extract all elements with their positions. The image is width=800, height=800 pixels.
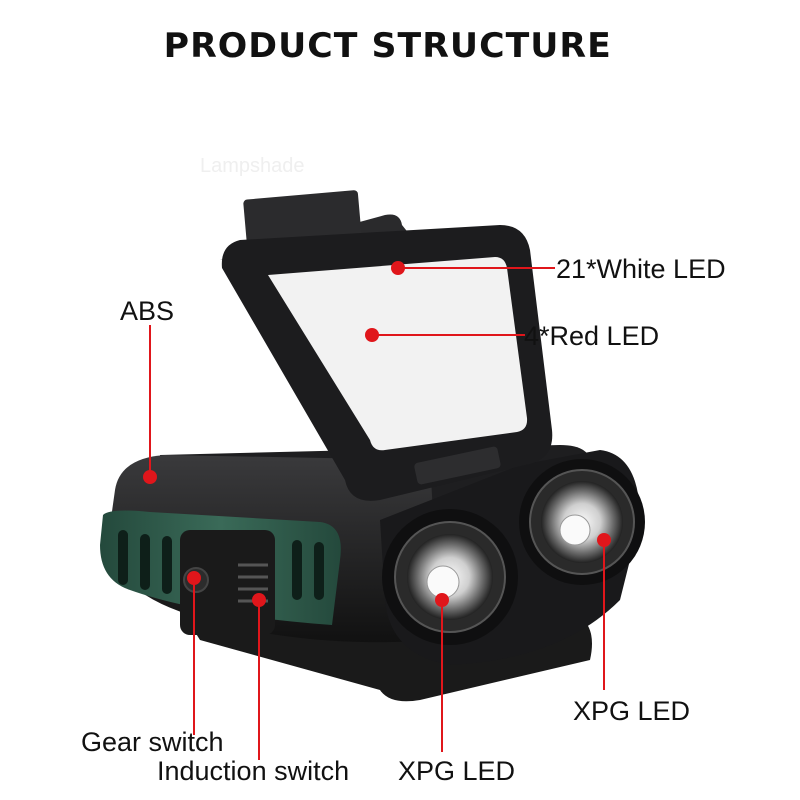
led-panel — [268, 257, 528, 451]
label-red-led: 4*Red LED — [524, 321, 660, 351]
callouts — [149, 267, 605, 760]
label-abs: ABS — [120, 296, 175, 326]
lampshade-hinge — [414, 446, 501, 485]
xpg-led-left — [382, 509, 518, 645]
callout-dots — [143, 261, 611, 607]
label-xpg-led-right: XPG LED — [573, 696, 691, 726]
page-title: PRODUCT STRUCTURE — [163, 26, 612, 66]
label-induction-switch: Induction switch — [157, 756, 350, 786]
xpg-led-right — [519, 459, 645, 585]
switch-panel — [180, 530, 275, 635]
grip-slots — [118, 530, 324, 600]
lampshade — [220, 190, 553, 501]
watermark-text: Lampshade — [200, 155, 305, 177]
label-xpg-led-bottom: XPG LED — [398, 756, 516, 786]
label-white-led: 21*White LED — [556, 254, 726, 284]
label-gear-switch: Gear switch — [81, 727, 224, 757]
